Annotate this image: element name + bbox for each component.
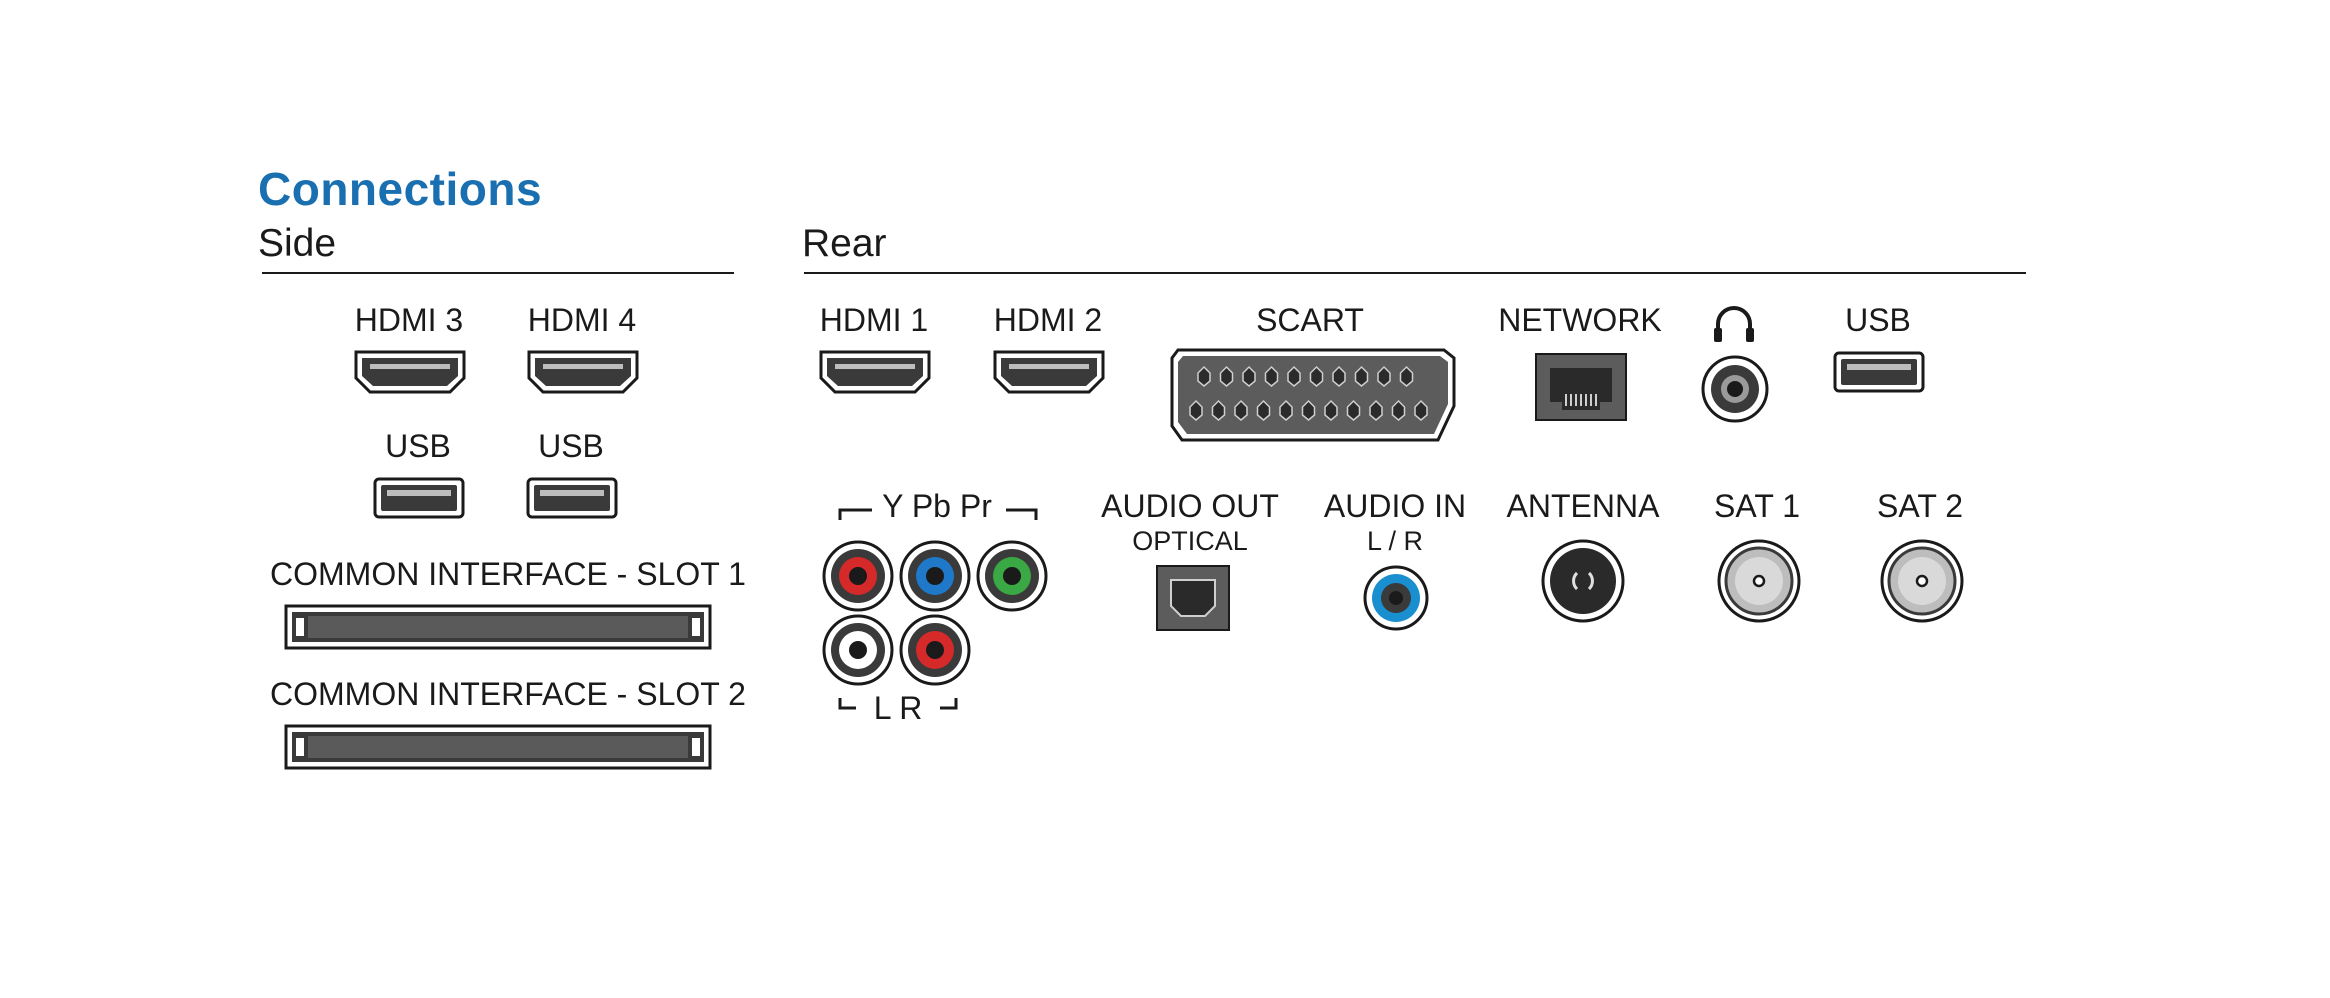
scart-pin: [1377, 365, 1391, 387]
hdmi2-port[interactable]: [991, 348, 1107, 396]
sat1-port[interactable]: [1716, 538, 1802, 624]
scart-pin: [1324, 399, 1338, 421]
side-usb-b-port[interactable]: [525, 476, 619, 520]
scart-pin: [1346, 399, 1361, 421]
scart-pin: [1219, 365, 1234, 387]
scart-pin: [1234, 399, 1248, 421]
hdmi1-label: HDMI 1: [819, 302, 929, 338]
hdmi1-port[interactable]: [817, 348, 933, 396]
optical-out-port[interactable]: [1155, 564, 1231, 632]
network-label: NETWORK: [1498, 302, 1662, 338]
scart-pin: [1211, 399, 1226, 421]
component-pb-jack[interactable]: [897, 538, 973, 614]
ci-slot2-port[interactable]: [284, 724, 712, 770]
scart-pin: [1287, 365, 1301, 387]
sat1-label: SAT 1: [1714, 488, 1800, 524]
scart-pin: [1399, 365, 1414, 387]
hdmi3-label: HDMI 3: [354, 302, 464, 338]
audio-in-sub-label: L / R: [1366, 526, 1424, 556]
sat2-port[interactable]: [1879, 538, 1965, 624]
side-heading: Side: [258, 222, 337, 265]
sat2-label: SAT 2: [1877, 488, 1963, 524]
scart-pin: [1242, 365, 1256, 387]
headphone-icon: [1714, 306, 1754, 342]
scart-pin: [1369, 399, 1383, 421]
audio-left-jack[interactable]: [820, 612, 896, 688]
scart-pin: [1391, 399, 1406, 421]
audio-right-jack[interactable]: [897, 612, 973, 688]
network-port[interactable]: [1534, 352, 1628, 422]
scart-pin: [1197, 365, 1211, 387]
ci-slot1-port[interactable]: [284, 604, 712, 650]
page-title: Connections: [258, 163, 543, 215]
scart-pin: [1414, 399, 1428, 421]
antenna-port[interactable]: [1540, 538, 1626, 624]
side-divider: [262, 272, 734, 274]
rear-usb-label: USB: [1845, 302, 1911, 338]
audio-lr-label: L R: [873, 690, 923, 726]
side-usb-a-label: USB: [385, 428, 451, 464]
hdmi4-label: HDMI 4: [527, 302, 637, 338]
audio-out-label: AUDIO OUT: [1101, 488, 1279, 524]
rear-usb-port[interactable]: [1832, 350, 1926, 394]
scart-port[interactable]: [1168, 346, 1458, 446]
scart-label: SCART: [1256, 302, 1364, 338]
audio-in-label: AUDIO IN: [1323, 488, 1467, 524]
audio-in-jack[interactable]: [1362, 564, 1430, 632]
antenna-label: ANTENNA: [1506, 488, 1660, 524]
scart-pin: [1332, 365, 1346, 387]
side-usb-a-port[interactable]: [372, 476, 466, 520]
scart-pin: [1264, 365, 1279, 387]
headphone-port[interactable]: [1700, 354, 1770, 424]
scart-pin: [1309, 365, 1324, 387]
audio-out-sub-label: OPTICAL: [1132, 526, 1248, 556]
scart-pin: [1354, 365, 1369, 387]
hdmi3-port[interactable]: [352, 348, 468, 396]
rear-divider: [804, 272, 2026, 274]
audio-lr-bracket: [838, 698, 958, 710]
component-pr-jack[interactable]: [974, 538, 1050, 614]
scart-pin: [1189, 399, 1203, 421]
hdmi4-port[interactable]: [525, 348, 641, 396]
side-usb-b-label: USB: [538, 428, 604, 464]
scart-pin: [1256, 399, 1271, 421]
component-label: Y Pb Pr: [882, 488, 992, 524]
hdmi2-label: HDMI 2: [993, 302, 1103, 338]
component-bracket: [838, 508, 1038, 520]
scart-pin: [1301, 399, 1316, 421]
scart-pin: [1279, 399, 1293, 421]
rear-heading: Rear: [802, 222, 887, 265]
ci-slot2-label: COMMON INTERFACE - SLOT 2: [270, 676, 746, 712]
ci-slot1-label: COMMON INTERFACE - SLOT 1: [270, 556, 746, 592]
component-y-jack[interactable]: [820, 538, 896, 614]
